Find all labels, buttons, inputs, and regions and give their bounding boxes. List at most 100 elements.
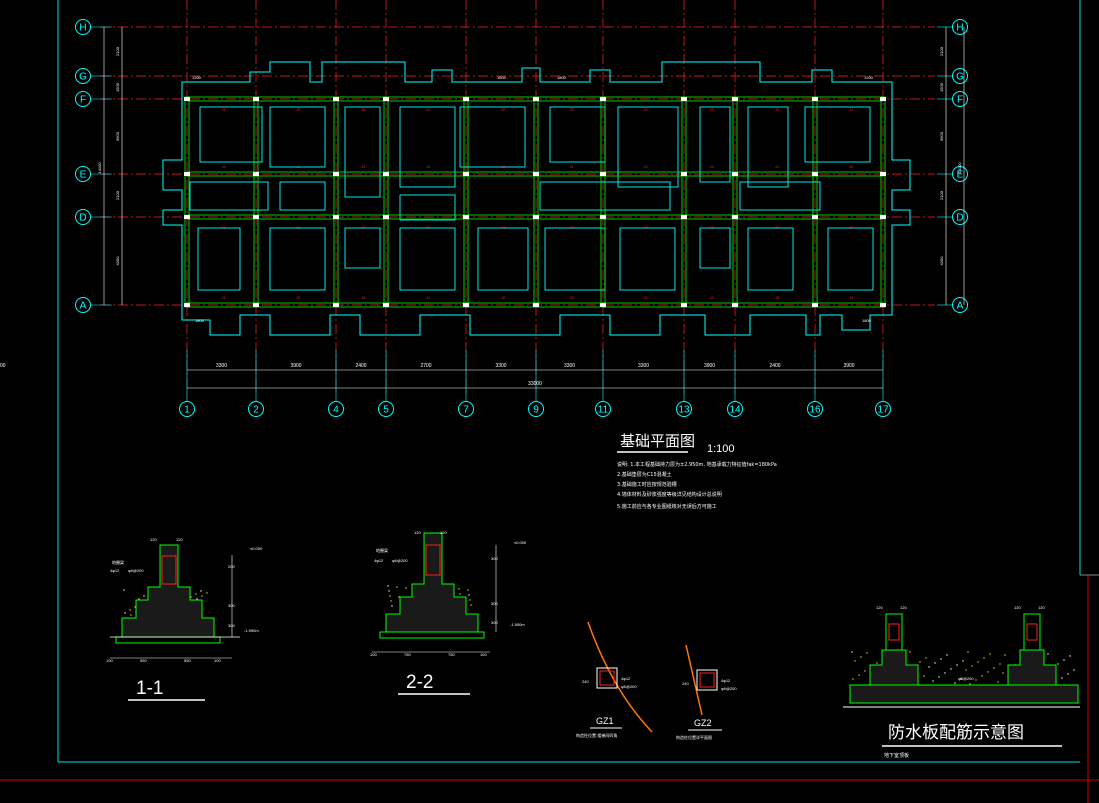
wp-slab-grain-52 xyxy=(983,657,985,659)
footing-mark-29: J2 xyxy=(775,225,780,230)
column-node-44 xyxy=(880,303,886,307)
room-outline-14 xyxy=(399,227,456,291)
section-2-2-grain-7 xyxy=(470,604,472,606)
grid-col-14-circle xyxy=(727,401,743,417)
plan-title-block: 基础平面图 1:100 说明: 1.本工程基础持力层为±2.950m, 地基承载… xyxy=(617,432,777,510)
wp-slab-grain-85 xyxy=(860,656,862,658)
dim-top-note-1: 1200 xyxy=(192,75,202,80)
room-outline-22 xyxy=(279,181,326,211)
wp-wall-left xyxy=(885,613,903,651)
wp-slab-grain-42 xyxy=(1061,677,1063,679)
dim-left-span-4: 2100 xyxy=(115,190,120,200)
dim-right-span-4: 2100 xyxy=(939,190,944,200)
footing-mark-35: J2 xyxy=(501,295,506,300)
section-2-2-dim-v-2: 300 xyxy=(491,601,498,606)
column-node-35 xyxy=(253,303,259,307)
room-outline-23 xyxy=(399,194,456,221)
grid-col-16-circle xyxy=(807,401,823,417)
footing-mark-1: J1 xyxy=(222,107,227,112)
grid-col-2-circle xyxy=(248,401,264,417)
section-1-1-label: 1-1 xyxy=(136,678,163,699)
wp-slab-grain-75 xyxy=(938,676,940,678)
section-1-1-grain-67 xyxy=(138,598,140,600)
dim-left-total: 14100 xyxy=(97,162,102,174)
room-outline-6 xyxy=(549,106,606,163)
wp-slab-grain-109 xyxy=(852,678,854,680)
column-node-42 xyxy=(732,303,738,307)
section-1-1-grain-55 xyxy=(134,606,136,608)
grid-col-5-label: 5 xyxy=(383,405,389,416)
footing-mark-24: J3 xyxy=(426,225,431,230)
column-node-25 xyxy=(333,215,339,219)
wp-slab-grain-24 xyxy=(1067,673,1069,675)
dim-right-span-1: 2100 xyxy=(939,46,944,56)
footing-mark-18: J3 xyxy=(710,164,715,169)
room-outline-5 xyxy=(459,106,526,168)
column-node-22 xyxy=(880,172,886,176)
plan-note-4: 4.墙体材料及砂浆强度等级详见结构设计总说明 xyxy=(617,491,722,498)
section-2-2: 120 120 地圈梁 4φ12 φ6@200 ±0.000 -1.950m 3… xyxy=(370,530,527,695)
section-1-1-tag-stirrup: φ6@200 xyxy=(128,568,144,573)
wp-slab-grain-2 xyxy=(925,657,927,659)
wp-slab-grain-21 xyxy=(956,664,958,666)
column-node-7 xyxy=(600,97,606,101)
section-2-2-top-tag-b: 120 xyxy=(440,530,447,535)
footing-mark-12: J3 xyxy=(296,164,301,169)
section-2-2-tag-bars: 4φ12 xyxy=(374,558,384,563)
gz2-label: GZ2 xyxy=(694,718,712,728)
wp-slab-grain-105 xyxy=(928,666,930,668)
grid-row-right-D-circle xyxy=(952,209,968,225)
footing-mark-17: J2 xyxy=(644,164,649,169)
section-2-2-elev-top: ±0.000 xyxy=(514,540,527,545)
section-1-1-dim-h-4: 100 xyxy=(214,658,221,663)
column-node-1 xyxy=(184,97,190,101)
wp-top-tag-1: 120 xyxy=(876,605,883,610)
column-node-13 xyxy=(253,172,259,176)
wp-slab-grain-22 xyxy=(993,667,995,669)
wp-slab-grain-100 xyxy=(967,651,969,653)
dim-left-span-2: 1500 xyxy=(115,82,120,92)
column-node-12 xyxy=(184,172,190,176)
grid-row-right-A-label: A xyxy=(957,301,964,312)
footing-mark-33: J3 xyxy=(361,295,366,300)
gz2-bars: 4φ12 xyxy=(721,678,731,683)
plan-note-3: 3.基础施工时应按规范验槽 xyxy=(617,481,677,488)
wp-top-tag-4: 120 xyxy=(1038,605,1045,610)
plan-note-5: 5.施工前应与各专业图纸核对无误后方可施工 xyxy=(617,503,717,510)
footing-mark-37: J1 xyxy=(644,295,649,300)
dim-bottom-span-7: 3300 xyxy=(638,363,649,369)
grid-row-left-F-label: F xyxy=(80,95,86,106)
section-1-1-top-tag-b: 120 xyxy=(176,537,183,542)
grid-col-11-label: 11 xyxy=(598,405,609,416)
grid-col-4-circle xyxy=(328,401,344,417)
footing-mark-13: J1 xyxy=(361,164,366,169)
footing-mark-30: J3 xyxy=(849,225,854,230)
footing-mark-5: J2 xyxy=(501,107,506,112)
wp-slab-grain-107 xyxy=(1002,672,1004,674)
grid-col-11-circle xyxy=(595,401,611,417)
dim-right-span-2: 1500 xyxy=(939,82,944,92)
grid-col-9-label: 9 xyxy=(533,405,539,416)
wp-slab-grain-39 xyxy=(950,668,952,670)
section-2-2-tag-beam: 地圈梁 xyxy=(376,547,388,553)
grid-row-left-H-circle xyxy=(75,19,91,35)
footing-mark-7: J1 xyxy=(644,107,649,112)
column-node-14 xyxy=(333,172,339,176)
plan-scale: 1:100 xyxy=(707,443,735,455)
wp-slab-grain-54 xyxy=(1057,663,1059,665)
dim-top-note-2: 1800 xyxy=(557,75,567,80)
section-1-1-top-tag-a: 120 xyxy=(150,537,157,542)
waterproof-slab-detail: 120 120 120 120 φ8@200 防水板配筋示意图 地下室顶板 xyxy=(843,605,1080,759)
section-2-2-dim-h-1: 100 xyxy=(370,652,377,657)
grid-col-1-label: 1 xyxy=(184,405,190,416)
room-outline-7 xyxy=(617,106,679,188)
room-outline-12 xyxy=(269,227,326,291)
dim-bottom-span-9: 2400 xyxy=(769,363,780,369)
plan-title: 基础平面图 xyxy=(620,432,695,450)
grid-row-left-A-label: A xyxy=(80,301,87,312)
footing-mark-31: J1 xyxy=(222,295,227,300)
wp-subtitle: 地下室顶板 xyxy=(884,752,909,759)
section-1-1-dim-v-2: 300 xyxy=(228,603,235,608)
